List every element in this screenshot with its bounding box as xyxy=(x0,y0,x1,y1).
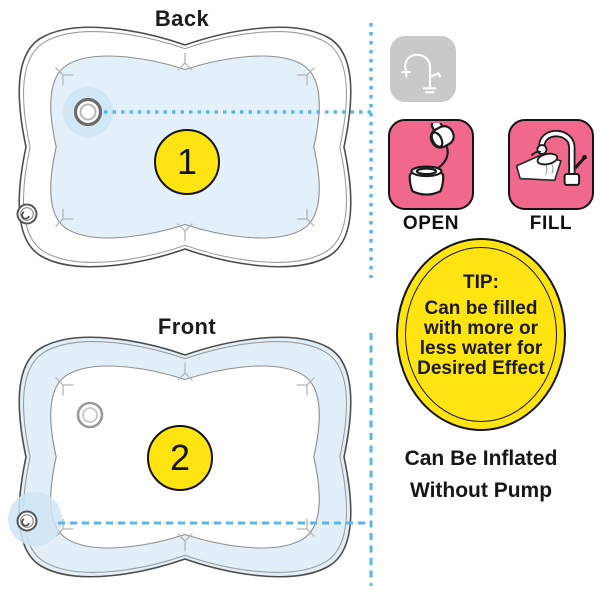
inflate-note-line: Without Pump xyxy=(409,478,553,502)
back-mat-label: Back xyxy=(154,6,210,31)
step-1-badge: 1 xyxy=(154,129,220,195)
valve-icon xyxy=(73,97,103,127)
tip-badge: TIP: Can be filled with more or less wat… xyxy=(396,238,566,431)
fill-faucet-icon xyxy=(515,130,587,186)
tip-badge-inner-ring: TIP: Can be filled with more or less wat… xyxy=(405,247,557,422)
front-mat-label: Front xyxy=(157,314,217,339)
faucet-icon xyxy=(401,53,442,94)
tip-text-line: with more or xyxy=(423,317,538,339)
water-source-box xyxy=(390,36,456,102)
open-step-box xyxy=(388,119,474,210)
back-mat-drawing xyxy=(16,26,352,268)
open-step-label: OPEN xyxy=(402,213,460,234)
fill-step-box xyxy=(508,119,594,210)
valve-icon xyxy=(76,401,104,429)
fill-step-label: FILL xyxy=(529,213,573,234)
tip-text-line: Can be filled xyxy=(424,298,538,319)
guide-lines xyxy=(58,23,373,586)
tip-heading: TIP: xyxy=(463,272,499,293)
front-mat-drawing xyxy=(8,336,352,578)
step-2-badge: 2 xyxy=(147,425,213,491)
inflate-note-line: Can Be Inflated xyxy=(404,447,558,470)
tip-text-line: less water for xyxy=(419,337,543,359)
open-valve-icon xyxy=(408,123,455,196)
tip-text-line: Desired Effect xyxy=(417,357,545,379)
side-valve-icon xyxy=(16,510,38,532)
side-valve-icon xyxy=(16,203,38,225)
inflate-note: Can Be Inflated Without Pump xyxy=(372,443,590,506)
